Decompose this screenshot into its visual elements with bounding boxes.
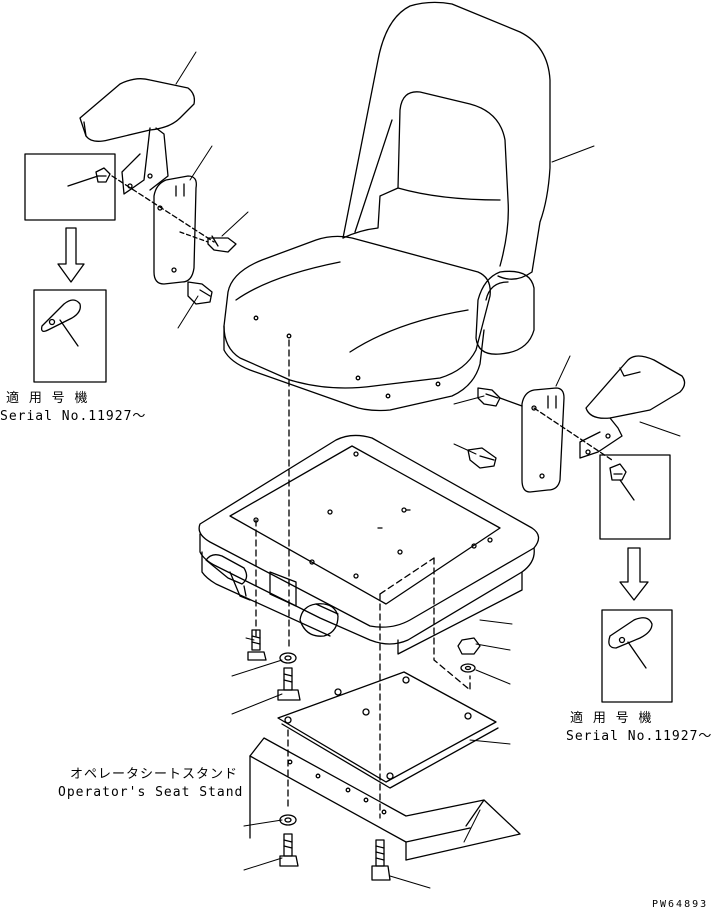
- note-left-applicable: 適 用 号 機: [6, 391, 89, 406]
- bracket-plate-left: [154, 176, 196, 284]
- adjust-handle: [300, 604, 338, 636]
- slide-rail-left: [270, 572, 296, 606]
- arrow-down-icon: [620, 548, 648, 600]
- mounting-plate: [278, 672, 498, 788]
- detail-box-plate-left: [34, 290, 106, 382]
- detail-box-nut-right: [600, 455, 670, 539]
- detail-box-nut-left: [25, 154, 115, 220]
- seat-stand-label-en: Operator's Seat Stand: [58, 785, 244, 800]
- note-left-serial: Serial No.11927～: [0, 409, 147, 424]
- seat-stand-label-jp: オペレータシートスタンド: [70, 767, 239, 782]
- seat-stand: [250, 738, 520, 860]
- armrest-right: [580, 356, 685, 458]
- washer-mid: [280, 653, 296, 663]
- bolt-lower-2: [372, 840, 390, 880]
- armrest-left: [80, 79, 194, 194]
- bracket-plate-right: [522, 388, 564, 492]
- arrow-down-icon: [58, 228, 84, 282]
- figure-code: PW64893: [652, 899, 709, 910]
- nut-left: [96, 168, 110, 182]
- leader-line: [68, 176, 98, 186]
- bolt-right-1: [478, 388, 522, 406]
- leader-lines: [176, 52, 680, 888]
- bolt-mid-1: [248, 630, 266, 660]
- guide-line: [112, 176, 214, 242]
- seat-back-bolster: [476, 271, 534, 354]
- bolt-lower-1: [280, 834, 298, 866]
- guide-line: [380, 558, 434, 594]
- plate-washer-left: [42, 300, 81, 346]
- bolt-right-2: [468, 448, 496, 468]
- seat-backrest: [343, 2, 550, 279]
- seat-cushion: [224, 236, 490, 410]
- note-right-applicable: 適 用 号 機: [570, 711, 653, 726]
- nut-right: [610, 464, 634, 500]
- detail-box-plate-right: [602, 610, 672, 702]
- suspension-base: [199, 435, 538, 654]
- bolt-mid-2: [278, 668, 300, 700]
- bolt-left-2: [188, 282, 212, 304]
- washer-mid-right: [461, 664, 475, 672]
- nut-mid-right: [458, 638, 480, 654]
- plate-washer-right: [609, 618, 652, 668]
- guide-line: [534, 408, 612, 460]
- guide-line: [434, 558, 470, 690]
- bolt-left-1: [180, 232, 236, 252]
- note-right-serial: Serial No.11927～: [566, 729, 713, 744]
- adjust-knob: [206, 555, 250, 600]
